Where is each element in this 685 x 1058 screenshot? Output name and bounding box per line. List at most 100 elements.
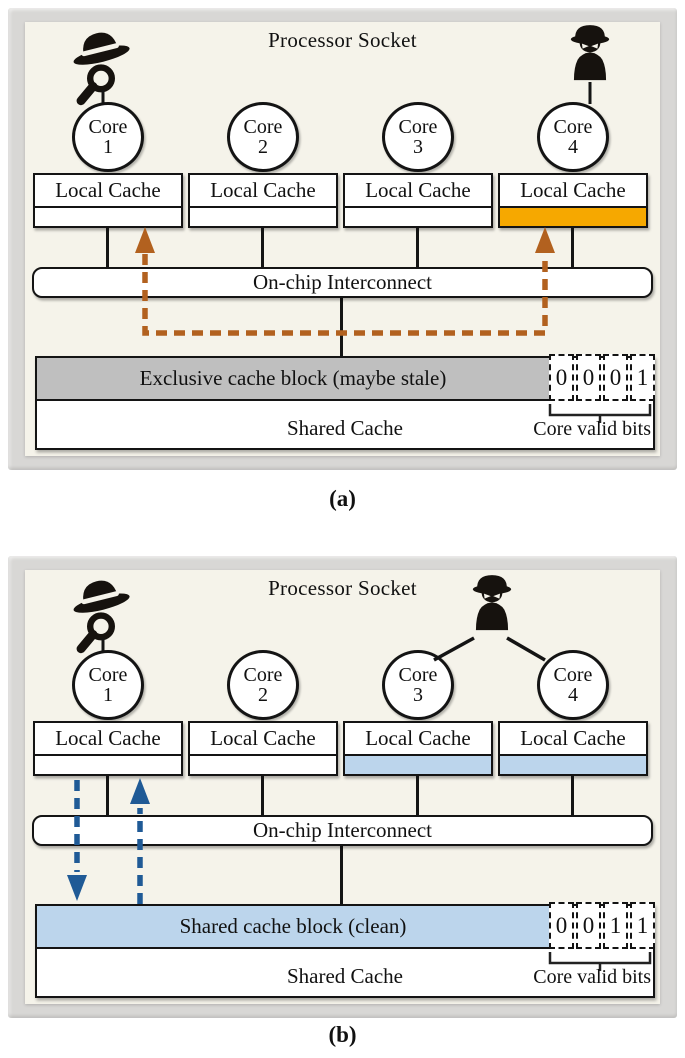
local-cache-label: Local Cache [345, 723, 491, 756]
valid-bit-cell: 0 [549, 354, 574, 401]
core-label: Core [243, 115, 283, 138]
local-cache-box-3: Local Cache [343, 721, 493, 776]
local-cache-box-4: Local Cache [498, 721, 648, 776]
local-cache-box-3: Local Cache [343, 173, 493, 228]
cache-block-row: Shared cache block (clean) [37, 906, 549, 949]
core-label: Core [398, 663, 438, 686]
local-cache-label: Local Cache [190, 175, 336, 208]
valid-bit-value: 1 [636, 364, 649, 390]
cache-line-row [345, 208, 491, 226]
valid-bit-value: 0 [555, 912, 568, 938]
cache-block-label: Shared cache block (clean) [179, 914, 407, 938]
local-cache-box-2: Local Cache [188, 721, 338, 776]
cache-line-row [35, 756, 181, 774]
local-cache-box-1: Local Cache [33, 173, 183, 228]
core-label: Core [553, 115, 593, 138]
panel-title: Processor Socket [268, 28, 417, 52]
local-cache-box-1: Local Cache [33, 721, 183, 776]
cache-line-row-highlighted [500, 208, 646, 226]
bus-to-shared-line [340, 297, 343, 357]
interconnect-bus: On-chip Interconnect [32, 815, 653, 846]
panel-a: Processor Socket [8, 8, 677, 470]
core-number: 2 [258, 684, 268, 706]
detective-magnifier-icon [61, 570, 141, 654]
cache-line-row [190, 756, 336, 774]
core-number: 4 [568, 136, 578, 158]
cache-to-bus-line [261, 775, 264, 816]
processor-socket-a: Processor Socket [25, 22, 660, 456]
local-cache-label: Local Cache [500, 723, 646, 756]
valid-bit-cell: 1 [603, 902, 628, 949]
cache-line-row [190, 208, 336, 226]
shared-cache-box: Shared cache block (clean) 0 0 1 1 Share… [35, 902, 655, 998]
cache-block-label: Exclusive cache block (maybe stale) [139, 366, 447, 390]
local-cache-label: Local Cache [35, 175, 181, 208]
shared-cache-label: Shared Cache [286, 416, 404, 440]
panel-b: Processor Socket [8, 556, 677, 1018]
valid-bit-value: 0 [555, 364, 568, 390]
core-label: Core [553, 663, 593, 686]
panel-caption-a: (a) [329, 486, 356, 511]
core-number: 4 [568, 684, 578, 706]
valid-bit-value: 0 [609, 364, 622, 390]
cache-line-row [35, 208, 181, 226]
core-valid-bits-label: Core valid bits [533, 418, 651, 440]
core-label: Core [243, 663, 283, 686]
spy-icon [461, 572, 523, 640]
shared-cache-box: Exclusive cache block (maybe stale) 0 0 … [35, 354, 655, 450]
panel-caption-b: (b) [328, 1022, 357, 1047]
core-label: Core [88, 115, 128, 138]
valid-bit-value: 0 [582, 364, 595, 390]
processor-socket-b: Processor Socket [25, 570, 660, 1004]
valid-bit-value: 0 [582, 912, 595, 938]
cache-to-bus-line [416, 227, 419, 268]
core-label: Core [88, 663, 128, 686]
core-number: 1 [103, 684, 113, 706]
valid-bit-cell: 0 [603, 354, 628, 401]
local-cache-label: Local Cache [500, 175, 646, 208]
cache-to-bus-line [106, 775, 109, 816]
valid-bit-cell: 0 [576, 902, 601, 949]
valid-bit-cell: 0 [549, 902, 574, 949]
local-cache-label: Local Cache [190, 723, 336, 756]
cache-line-row-highlighted [345, 756, 491, 774]
panel-title: Processor Socket [268, 576, 417, 600]
core-number: 1 [103, 136, 113, 158]
local-cache-label: Local Cache [345, 175, 491, 208]
valid-bit-cell: 1 [630, 354, 655, 401]
cache-block-row: Exclusive cache block (maybe stale) [37, 358, 549, 401]
local-cache-box-2: Local Cache [188, 173, 338, 228]
core-valid-bits-label: Core valid bits [533, 966, 651, 988]
valid-bit-value: 1 [636, 912, 649, 938]
shared-cache-label: Shared Cache [286, 964, 404, 988]
interconnect-bus: On-chip Interconnect [32, 267, 653, 298]
cache-to-bus-line [416, 775, 419, 816]
cache-to-bus-line [571, 775, 574, 816]
interconnect-label: On-chip Interconnect [252, 818, 432, 842]
valid-bit-cell: 0 [576, 354, 601, 401]
valid-bit-cell: 1 [630, 902, 655, 949]
bus-to-shared-line [340, 845, 343, 905]
cache-to-bus-line [106, 227, 109, 268]
core-label: Core [398, 115, 438, 138]
valid-bit-value: 1 [609, 912, 622, 938]
local-cache-label: Local Cache [35, 723, 181, 756]
interconnect-label: On-chip Interconnect [252, 270, 432, 294]
core-number: 2 [258, 136, 268, 158]
valid-bits-bracket [548, 952, 652, 971]
valid-bits-bracket [548, 404, 652, 423]
cache-to-bus-line [261, 227, 264, 268]
cache-line-row-highlighted [500, 756, 646, 774]
cache-to-bus-line [571, 227, 574, 268]
detective-magnifier-icon [61, 22, 141, 106]
local-cache-box-4: Local Cache [498, 173, 648, 228]
